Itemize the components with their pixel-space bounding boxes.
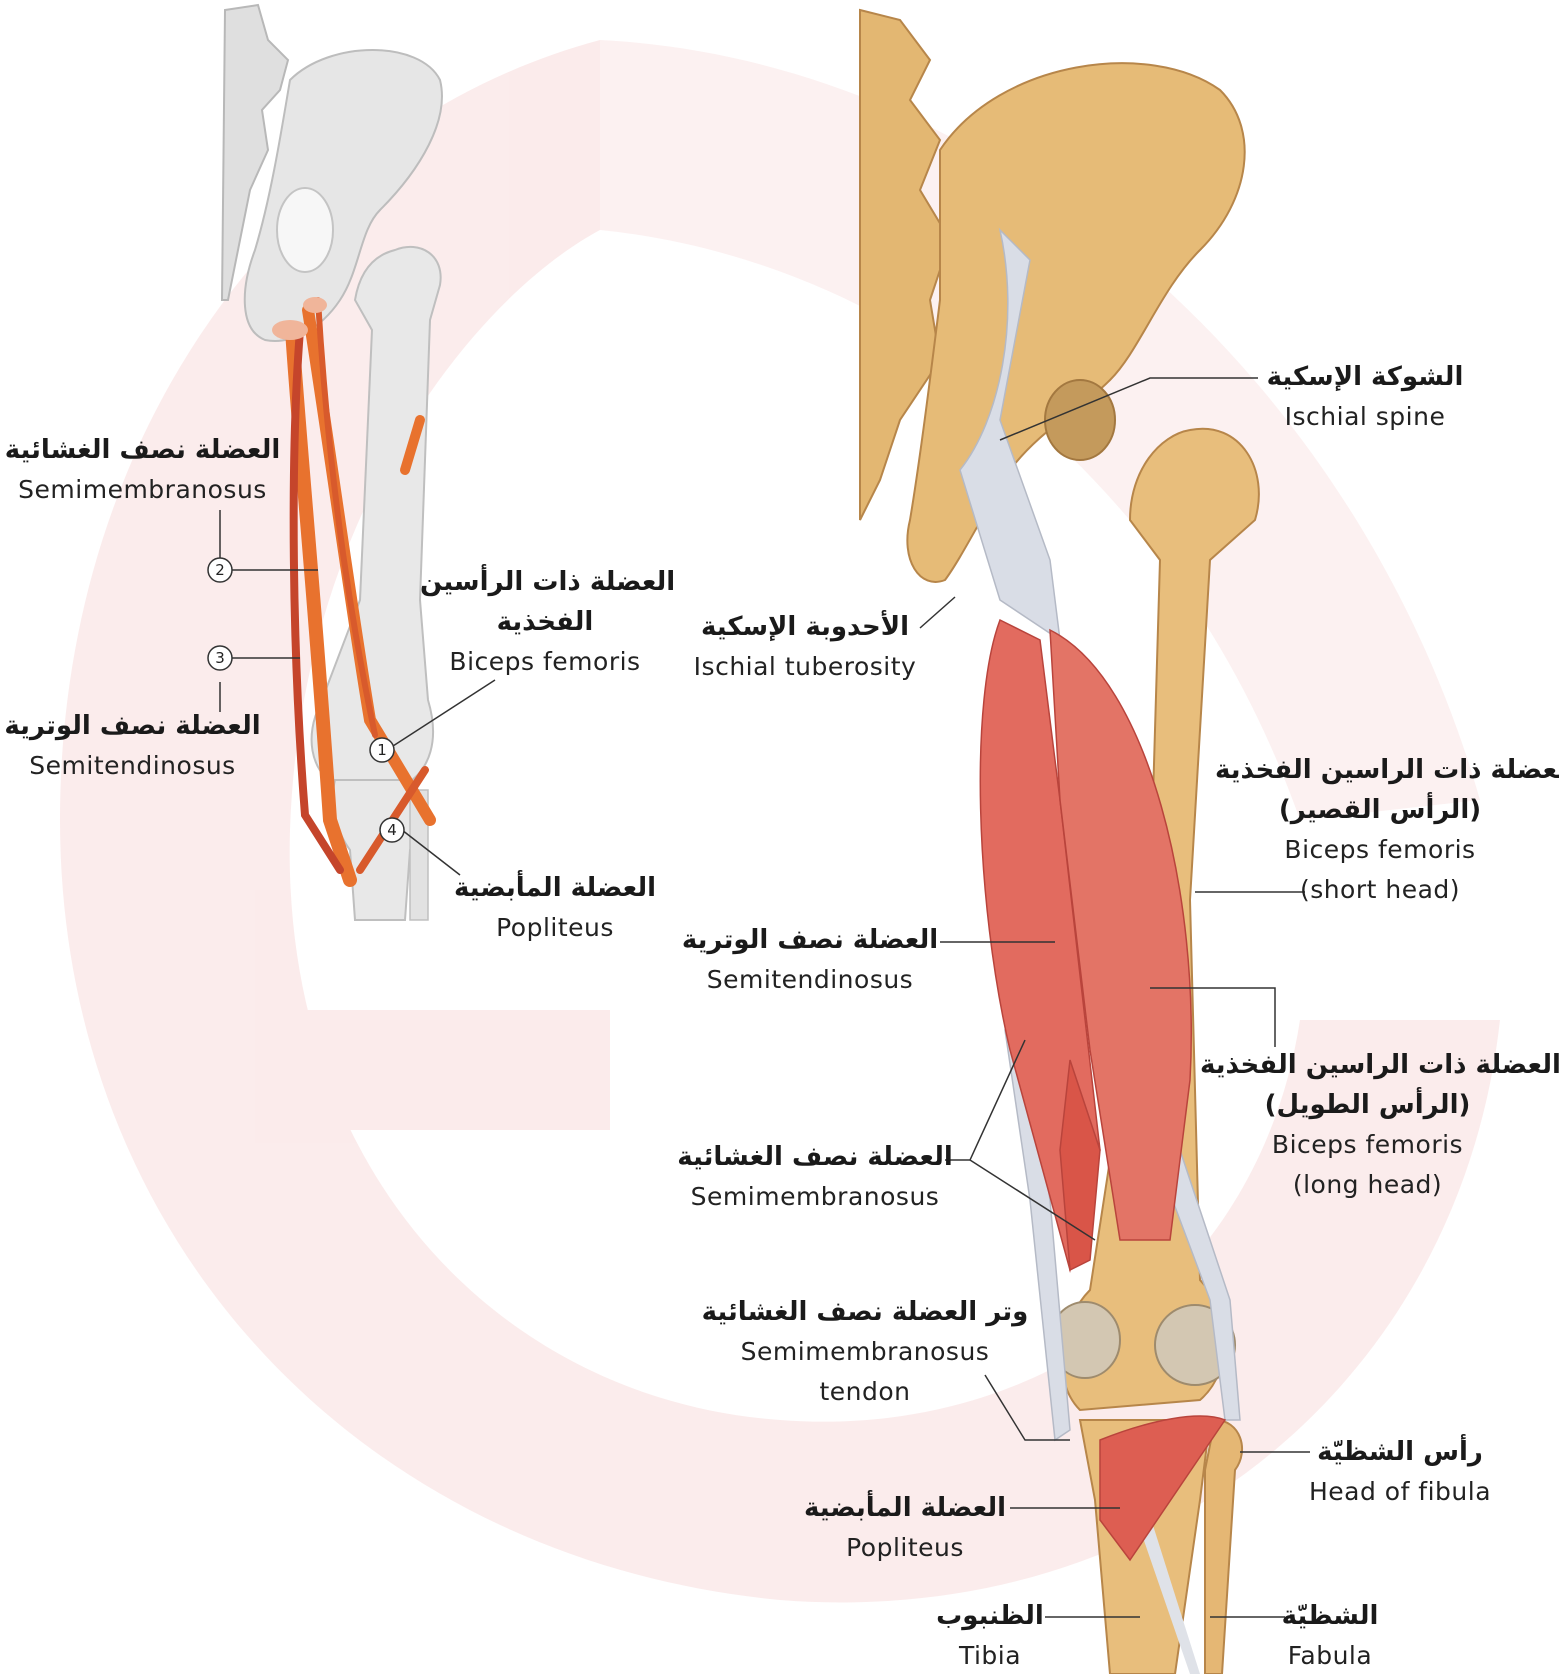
label-en: Ischial tuberosity [680, 647, 930, 687]
label-en-1: Biceps femoris [1200, 1125, 1535, 1165]
label-en-2: (long head) [1200, 1165, 1535, 1205]
label-en-2: tendon [700, 1372, 1030, 1412]
label-tibia: الظنبوب Tibia [930, 1596, 1050, 1676]
label-ar: الظنبوب [930, 1596, 1050, 1636]
marker-4: 4 [387, 821, 397, 839]
label-ar: وتر العضلة نصف الغشائية [700, 1292, 1030, 1332]
label-biceps-femoris-left: العضلة ذات الرأسين الفخذية Biceps femori… [420, 562, 670, 682]
label-ar: الشظيّة [1270, 1596, 1390, 1636]
label-ar-1: العضلة ذات الرأسين [420, 562, 670, 602]
label-en-1: Semimembranosus [700, 1332, 1030, 1372]
label-biceps-femoris-short-head: العضلة ذات الراسين الفخذية (الرأس القصير… [1215, 750, 1545, 910]
label-en: Biceps femoris [420, 642, 670, 682]
marker-2: 2 [215, 561, 225, 579]
label-en: Tibia [930, 1636, 1050, 1676]
label-ischial-spine: الشوكة الإسكية Ischial spine [1250, 357, 1480, 437]
label-ar-2: الفخذية [420, 602, 670, 642]
label-semimembranosus-left: العضلة نصف الغشائية Semimembranosus [0, 430, 285, 510]
label-semimembranosus-right: العضلة نصف الغشائية Semimembranosus [670, 1137, 960, 1217]
label-en: Popliteus [440, 908, 670, 948]
label-ar: العضلة المأبضية [790, 1488, 1020, 1528]
label-en: Semitendinosus [680, 960, 940, 1000]
label-ar-1: العضلة ذات الراسين الفخذية [1200, 1045, 1535, 1085]
label-en: Head of fibula [1290, 1472, 1510, 1512]
label-semitendinosus-right: العضلة نصف الوترية Semitendinosus [680, 920, 940, 1000]
label-ar: العضلة المأبضية [440, 868, 670, 908]
label-semitendinosus-left: العضلة نصف الوترية Semitendinosus [0, 706, 265, 786]
label-en: Semitendinosus [0, 746, 265, 786]
label-ar-1: العضلة ذات الراسين الفخذية [1215, 750, 1545, 790]
label-ar-2: (الرأس الطويل) [1200, 1085, 1535, 1125]
label-biceps-femoris-long-head: العضلة ذات الراسين الفخذية (الرأس الطويل… [1200, 1045, 1535, 1205]
label-ar-2: (الرأس القصير) [1215, 790, 1545, 830]
label-fibula: الشظيّة Fabula [1270, 1596, 1390, 1676]
label-ar: العضلة نصف الغشائية [0, 430, 285, 470]
label-ar: العضلة نصف الوترية [680, 920, 940, 960]
label-semimembranosus-tendon: وتر العضلة نصف الغشائية Semimembranosus … [700, 1292, 1030, 1412]
label-en: Ischial spine [1250, 397, 1480, 437]
label-en-2: (short head) [1215, 870, 1545, 910]
marker-1: 1 [377, 741, 387, 759]
label-en: Semimembranosus [0, 470, 285, 510]
label-head-of-fibula: رأس الشظيّة Head of fibula [1290, 1432, 1510, 1512]
label-en-1: Biceps femoris [1215, 830, 1545, 870]
label-ischial-tuberosity: الأحدوبة الإسكية Ischial tuberosity [680, 607, 930, 687]
label-en: Popliteus [790, 1528, 1020, 1568]
marker-3: 3 [215, 649, 225, 667]
label-en: Fabula [1270, 1636, 1390, 1676]
label-ar: الشوكة الإسكية [1250, 357, 1480, 397]
label-ar: الأحدوبة الإسكية [680, 607, 930, 647]
label-ar: رأس الشظيّة [1290, 1432, 1510, 1472]
label-popliteus-left: العضلة المأبضية Popliteus [440, 868, 670, 948]
label-en: Semimembranosus [670, 1177, 960, 1217]
label-ar: العضلة نصف الوترية [0, 706, 265, 746]
label-ar: العضلة نصف الغشائية [670, 1137, 960, 1177]
label-popliteus-right: العضلة المأبضية Popliteus [790, 1488, 1020, 1568]
